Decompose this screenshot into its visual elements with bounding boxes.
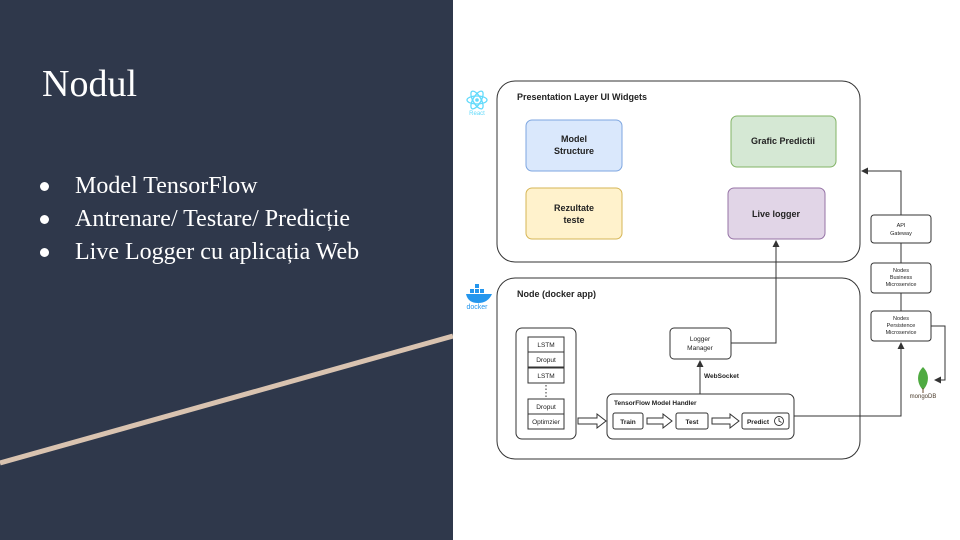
bullet-text: Live Logger cu aplicația Web (75, 239, 360, 265)
step-test: Test (686, 419, 700, 426)
bullet-dot (40, 182, 49, 191)
model-layers-stack: LSTM Droput LSTM Droput Optimzier (515, 327, 577, 440)
react-logo-label: React (469, 111, 485, 117)
logger-manager-line1: Logger (690, 336, 711, 343)
node-app-title: Node (docker app) (517, 289, 596, 299)
mongodb-label: mongoDB (910, 394, 937, 400)
connector-logger-to-live-logger (731, 240, 780, 344)
bullet-dot (40, 215, 49, 224)
connector-handler-to-persistence (794, 342, 905, 417)
docker-logo-icon: docker (466, 284, 492, 311)
decorative-diagonal-line (0, 333, 453, 466)
arrow-train-to-test (646, 412, 673, 430)
business-line3: Microservice (886, 282, 917, 288)
bullet-text: Antrenare/ Testare/ Predicție (75, 206, 351, 232)
persistence-microservice-box: Nodes Persistence Microservice (870, 310, 932, 342)
bullet-item: Live Logger cu aplicația Web (40, 236, 359, 269)
bullet-list: Model TensorFlow Antrenare/ Testare/ Pre… (40, 170, 359, 269)
handler-title: TensorFlow Model Handler (614, 400, 697, 407)
tensorflow-model-handler: TensorFlow Model Handler Train Test Pred… (606, 393, 795, 440)
left-panel: Nodul Model TensorFlow Antrenare/ Testar… (0, 0, 453, 540)
layer-label: LSTM (537, 342, 554, 349)
layer-label: Droput (536, 404, 556, 411)
api-gateway-line1: API (897, 223, 906, 229)
business-line2: Business (890, 275, 913, 281)
slide-title: Nodul (42, 63, 137, 105)
clock-icon (774, 416, 784, 426)
widget-rezultate-line2: teste (563, 215, 584, 225)
widget-model-structure-line2: Structure (554, 146, 594, 156)
bullet-item: Model TensorFlow (40, 170, 359, 203)
persistence-line3: Microservice (886, 330, 917, 336)
business-line1: Nodes (893, 268, 909, 274)
widget-live-logger: Live logger (727, 187, 826, 240)
logger-manager-line2: Manager (687, 345, 713, 352)
step-predict: Predict (747, 419, 770, 426)
arrow-test-to-predict (711, 412, 740, 430)
mongodb-leaf-icon (918, 367, 928, 393)
bullet-dot (40, 248, 49, 257)
docker-logo-label: docker (466, 304, 488, 311)
connector-persistence-to-mongodb (931, 325, 946, 384)
widget-model-structure: Model Structure (525, 119, 623, 172)
connector-gateway-to-presentation (861, 167, 902, 215)
layer-label: Droput (536, 357, 556, 364)
widget-rezultate-line1: Rezultate (554, 203, 594, 213)
layer-label: Optimzier (532, 419, 561, 426)
business-microservice-box: Nodes Business Microservice (870, 262, 932, 294)
api-gateway-box: API Gateway (870, 214, 932, 244)
logger-manager-box: Logger Manager (669, 327, 732, 360)
presentation-layer-title: Presentation Layer UI Widgets (517, 92, 647, 102)
widget-model-structure-line1: Model (561, 134, 587, 144)
layer-label: LSTM (537, 373, 554, 380)
react-logo-icon: React (466, 90, 488, 117)
api-gateway-line2: Gateway (890, 231, 912, 237)
widget-grafic-predictii: Grafic Predictii (730, 115, 837, 168)
persistence-line1: Nodes (893, 316, 909, 322)
bullet-text: Model TensorFlow (75, 173, 258, 199)
websocket-label: WebSocket (704, 373, 740, 380)
bullet-item: Antrenare/ Testare/ Predicție (40, 203, 359, 236)
widget-rezultate-teste: Rezultate teste (525, 187, 623, 240)
step-train: Train (620, 419, 636, 426)
widget-live-logger-label: Live logger (752, 209, 801, 219)
widget-grafic-label: Grafic Predictii (751, 136, 815, 146)
arrow-stack-to-handler (577, 412, 607, 430)
persistence-line2: Persistence (887, 323, 916, 329)
architecture-diagram: React Presentation Layer UI Widgets Mode… (466, 80, 946, 460)
